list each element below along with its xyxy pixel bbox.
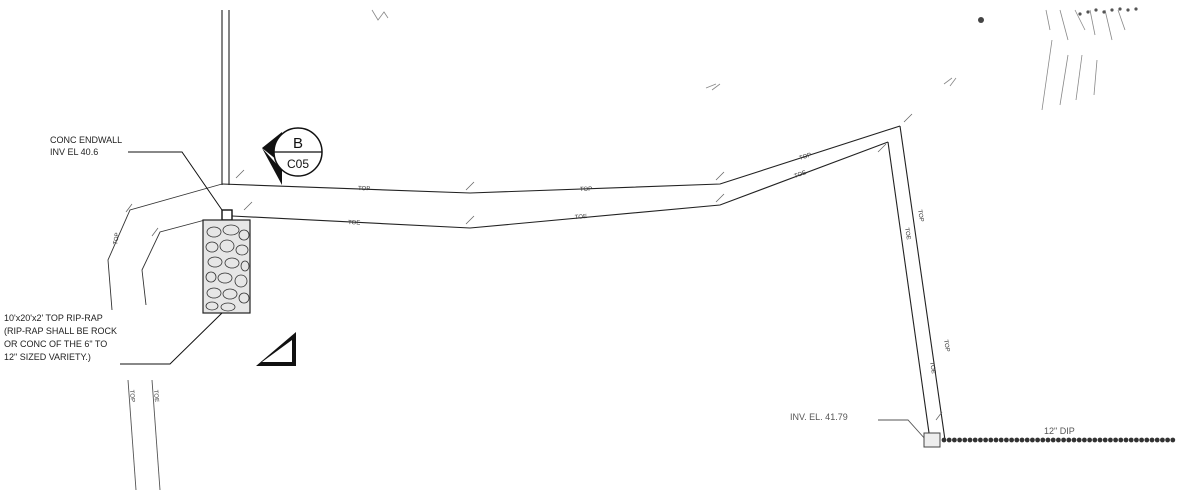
pipe-bead [1035, 437, 1040, 443]
toe-label-1: TOE [348, 220, 361, 227]
pipe-label: 12" DIP [1044, 426, 1075, 436]
top-label-2: TOP [580, 187, 592, 193]
section-letter: B [293, 135, 303, 152]
dip-pipe-dotted-line [941, 437, 1176, 443]
toe-label-2: TOE [575, 214, 588, 221]
toe-label-4: TOE [903, 227, 911, 240]
top-label-3: TOP [799, 152, 812, 161]
pipe-bead [1139, 437, 1144, 443]
top-label-4: TOP [916, 209, 924, 222]
pipe-bead [978, 437, 983, 443]
pipe-bead [988, 437, 994, 443]
riprap-label-line3: OR CONC OF THE 6" TO [4, 339, 107, 349]
section-sheet: C05 [287, 157, 309, 171]
pipe-bead [983, 437, 988, 443]
pipe-bead [1160, 437, 1165, 443]
elevation-ticks [125, 113, 943, 421]
pipe-bead [1082, 437, 1087, 443]
vertical-utility-line [221, 10, 230, 185]
pipe-bead [1066, 437, 1072, 443]
pipe-bead [1108, 437, 1113, 443]
pipe-bead [962, 437, 968, 443]
pipe-bead [1170, 437, 1176, 443]
pipe-bead [1056, 437, 1061, 443]
top-faint-annotations [371, 9, 1126, 111]
ditch-top-line [221, 125, 901, 194]
pipe-bead [1014, 437, 1020, 443]
pipe-outlet-box [923, 432, 941, 448]
pipe-bead [946, 437, 952, 443]
toe-label-6: TOE [152, 390, 159, 403]
pipe-bead [967, 437, 973, 443]
riprap-label-line2: (RIP-RAP SHALL BE ROCK [4, 326, 117, 336]
top-label-5: TOP [942, 339, 950, 352]
riprap-label-line4: 12" SIZED VARIETY.) [4, 352, 91, 362]
riprap-label-line1: 10'x20'x2' TOP RIP-RAP [4, 313, 103, 323]
ditch-left-top-line [107, 183, 223, 311]
invert-label: INV. EL. 41.79 [790, 412, 848, 422]
pipe-bead [957, 437, 962, 443]
pipe-bead [1123, 437, 1129, 443]
ditch-left-lower-2 [151, 379, 161, 491]
section-marker: B C05 [262, 127, 323, 185]
ditch-right-top-line [899, 125, 946, 441]
pipe-bead [1118, 437, 1124, 443]
top-label-7: TOP [128, 390, 135, 403]
pipe-bead [1050, 437, 1056, 443]
invert-leader [878, 419, 927, 441]
endwall-label-line2: INV EL 40.6 [50, 147, 98, 157]
ditch-left-toe-line [141, 219, 206, 306]
dotted-top-right [1078, 7, 1138, 16]
pipe-bead [1113, 437, 1118, 443]
pipe-bead [1128, 437, 1134, 443]
top-label-1: TOP [358, 186, 370, 192]
toe-label-5: TOE [928, 361, 936, 374]
riprap-leader [120, 312, 223, 365]
pipe-bead [1019, 437, 1025, 443]
pipe-bead [1004, 437, 1009, 443]
top-label-6: TOP [113, 232, 121, 245]
pipe-bead [1102, 437, 1108, 443]
pipe-bead [1144, 437, 1150, 443]
ditch-right-toe-line [887, 141, 931, 441]
pipe-bead [1097, 437, 1103, 443]
pipe-bead [1165, 437, 1170, 443]
ditch-toe-line [231, 141, 889, 229]
riprap-pad [202, 219, 251, 314]
pipe-bead [1040, 437, 1046, 443]
toe-label-3: TOE [794, 170, 808, 180]
endwall-label-line1: CONC ENDWALL [50, 135, 122, 145]
pipe-bead [998, 437, 1004, 443]
endwall-symbol [221, 209, 233, 221]
endwall-leader [128, 151, 223, 211]
pipe-bead [993, 437, 999, 443]
pipe-bead [1149, 437, 1155, 443]
pipe-bead [1076, 437, 1082, 443]
pipe-bead [1009, 437, 1014, 443]
ditch-left-lower-1 [127, 379, 137, 491]
pipe-bead [1092, 437, 1098, 443]
pipe-bead [1024, 437, 1030, 443]
pipe-bead [1134, 437, 1139, 443]
pipe-bead [1071, 437, 1077, 443]
ditch-line-labels: TOP TOP TOP TOE TOE TOE TOP TOE TOP TOE … [113, 152, 950, 402]
pipe-bead [941, 437, 947, 443]
pipe-bead [952, 437, 957, 443]
pipe-bead [972, 437, 978, 443]
pipe-bead [1045, 437, 1051, 443]
pipe-bead [1087, 437, 1092, 443]
pipe-bead [1061, 437, 1066, 443]
pipe-bead [1154, 437, 1160, 443]
pipe-bead [1030, 437, 1035, 443]
